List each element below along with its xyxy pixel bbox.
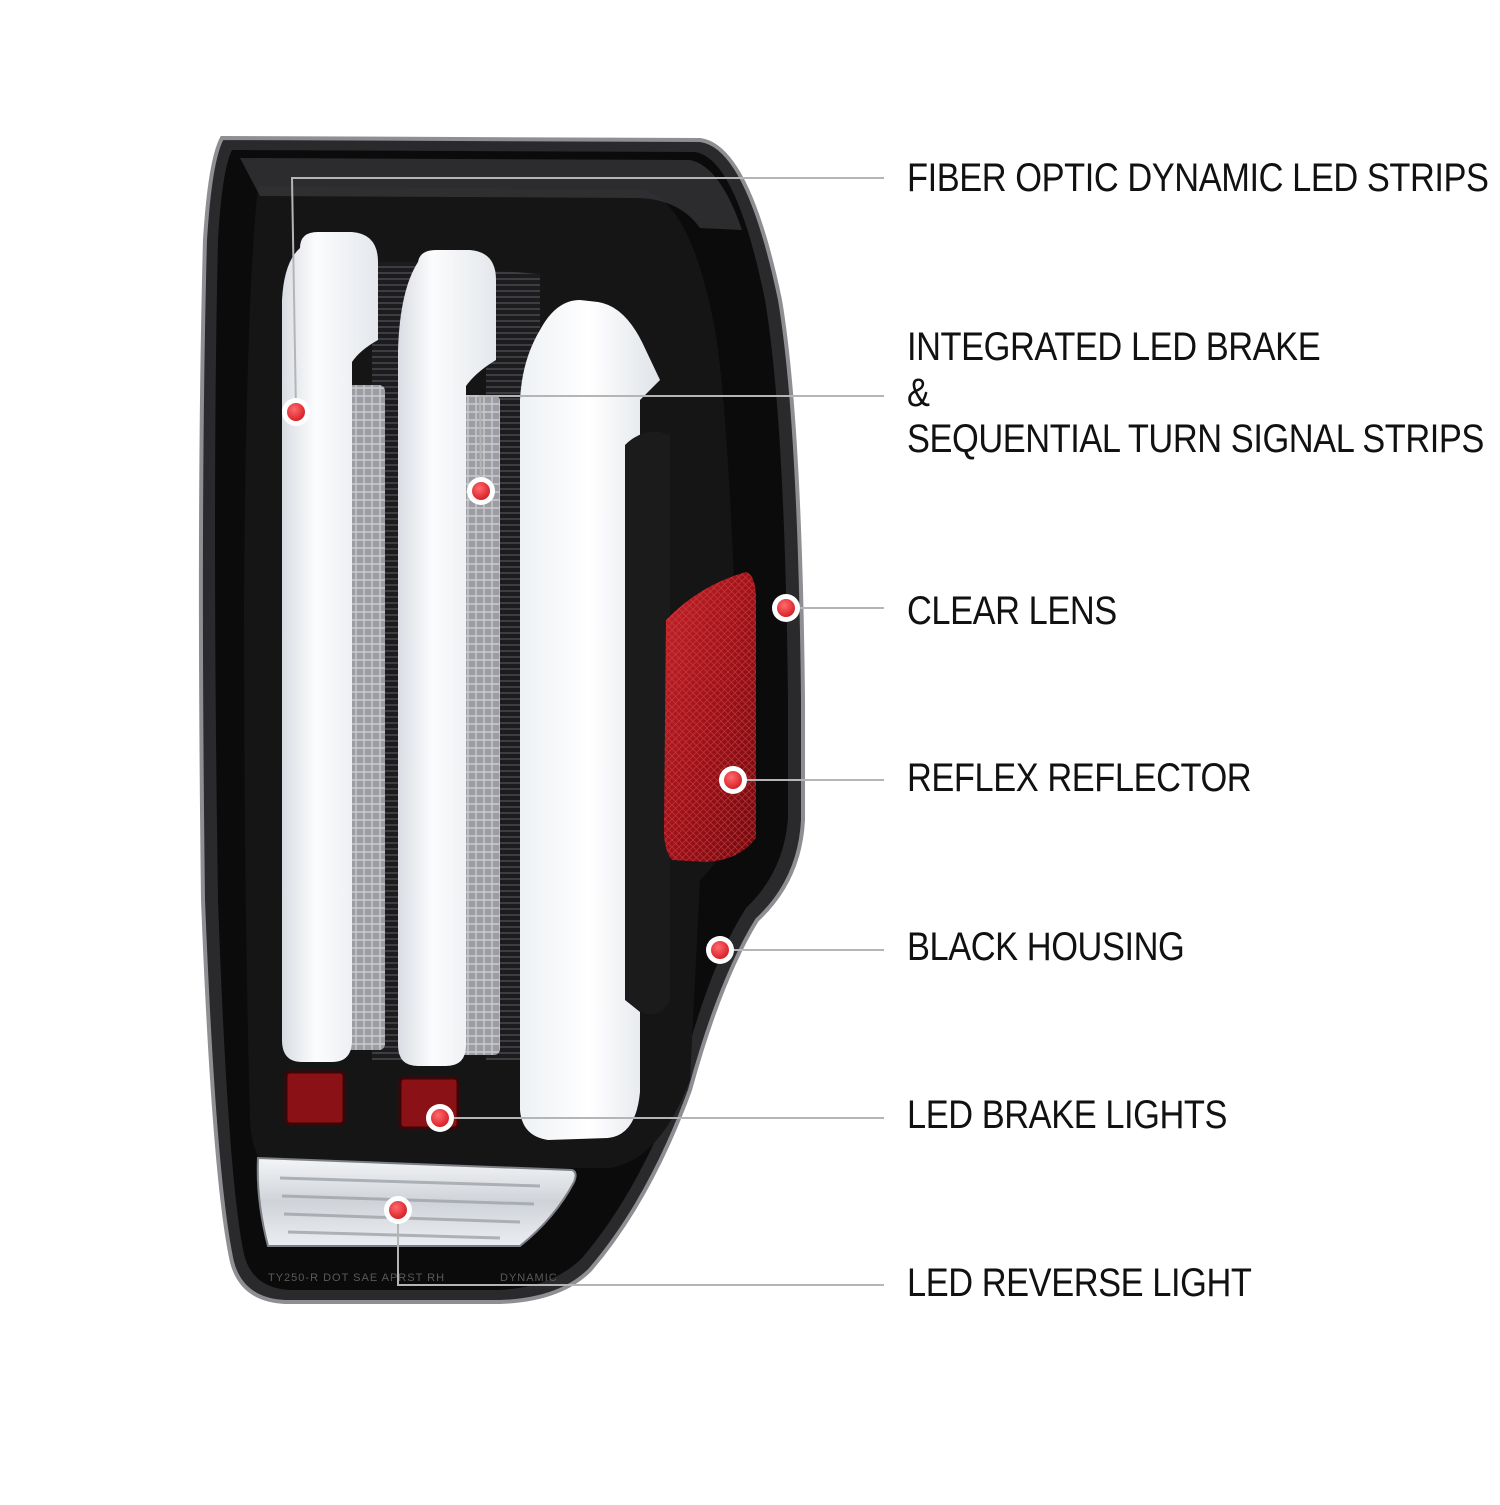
leader-line-fiber [290, 177, 884, 413]
turn-signal-strip-1 [345, 385, 385, 1050]
turn-signal-strip-2 [458, 395, 500, 1055]
label-reverse: LED REVERSE LIGHT [907, 1260, 1252, 1306]
label-reflector-line-1: REFLEX REFLECTOR [907, 756, 1252, 800]
label-housing: BLACK HOUSING [907, 924, 1185, 970]
label-clear-lens-line-1: CLEAR LENS [907, 589, 1117, 633]
marker-dot-brake-turn [472, 482, 490, 500]
marker-dot-housing [711, 941, 729, 959]
marker-dot-reverse [389, 1201, 407, 1219]
label-brake-turn-line-2: & [907, 371, 930, 415]
label-housing-line-1: BLACK HOUSING [907, 925, 1185, 969]
label-fiber-line-1: FIBER OPTIC DYNAMIC LED STRIPS [907, 156, 1489, 200]
marker-dot-brake-lights [431, 1109, 449, 1127]
label-clear-lens: CLEAR LENS [907, 588, 1117, 634]
leader-line-reverse [397, 1210, 884, 1286]
callout-markers [282, 398, 800, 1224]
label-brake-turn-line-3: SEQUENTIAL TURN SIGNAL STRIPS [907, 417, 1484, 461]
housing-pocket [625, 431, 670, 1015]
marker-dot-fiber [287, 403, 305, 421]
label-reflector: REFLEX REFLECTOR [907, 755, 1252, 801]
leader-line-brake-turn [478, 395, 884, 492]
housing-gloss [240, 158, 742, 230]
fiber-strip-1 [282, 232, 378, 1062]
lens-marking-right: DYNAMIC [500, 1272, 558, 1284]
marker-dot-reflector [724, 771, 742, 789]
lens-marking-left: TY250-R DOT SAE APRST RH [268, 1272, 445, 1284]
fiber-strip-2 [398, 250, 496, 1066]
label-reverse-line-1: LED REVERSE LIGHT [907, 1261, 1252, 1305]
label-brake-lights: LED BRAKE LIGHTS [907, 1092, 1227, 1138]
marker-dot-clear-lens [777, 599, 795, 617]
leader-lines [290, 177, 884, 1286]
label-brake-turn-line-1: INTEGRATED LED BRAKE [907, 325, 1321, 369]
brake-light-left [284, 1070, 346, 1126]
label-brake-lights-line-1: LED BRAKE LIGHTS [907, 1093, 1228, 1137]
label-brake-turn: INTEGRATED LED BRAKE & SEQUENTIAL TURN S… [907, 324, 1484, 462]
reflex-reflector-texture [664, 572, 756, 862]
label-fiber: FIBER OPTIC DYNAMIC LED STRIPS [907, 155, 1489, 201]
